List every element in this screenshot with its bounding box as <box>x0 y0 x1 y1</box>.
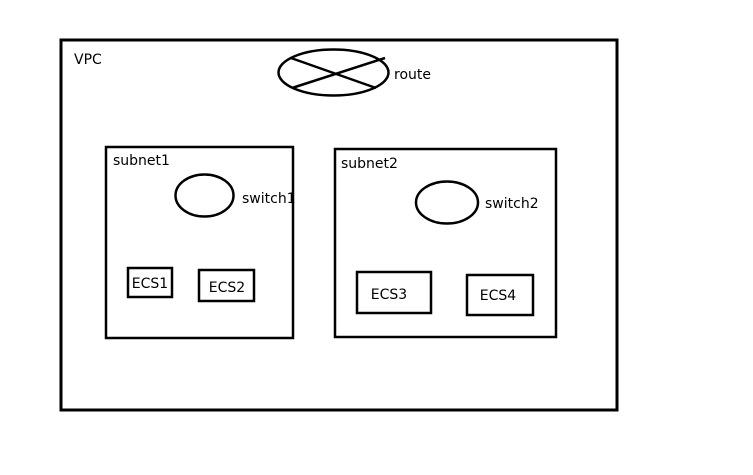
subnet-1-label: subnet1 <box>113 153 170 169</box>
subnet-1-boundary <box>104 145 295 340</box>
switch-1-label: switch1 <box>242 191 296 207</box>
host-ecs2-label: ECS2 <box>209 280 245 296</box>
host-ecs2-box <box>197 268 256 303</box>
subnet-2-boundary <box>333 147 558 339</box>
host-ecs4-label: ECS4 <box>480 288 517 304</box>
host-ecs1-box <box>126 266 174 299</box>
router-label: route <box>394 67 431 83</box>
vpc-boundary <box>59 38 619 412</box>
router-icon <box>277 48 390 97</box>
switch-2-label: switch2 <box>485 196 539 212</box>
subnet-2-label: subnet2 <box>341 156 398 172</box>
subnet-1: subnet1 switch1 ECS1 ECS2 <box>104 145 296 340</box>
switch-1-icon <box>174 173 235 218</box>
subnet-2: subnet2 switch2 ECS3 ECS4 <box>333 147 558 339</box>
host-ecs1-label: ECS1 <box>132 276 168 292</box>
host-ecs3-box <box>355 270 433 315</box>
switch-2-icon <box>414 180 480 225</box>
host-ecs3-label: ECS3 <box>371 287 407 303</box>
vpc-label: VPC <box>74 52 102 68</box>
host-ecs4-box <box>465 273 535 317</box>
